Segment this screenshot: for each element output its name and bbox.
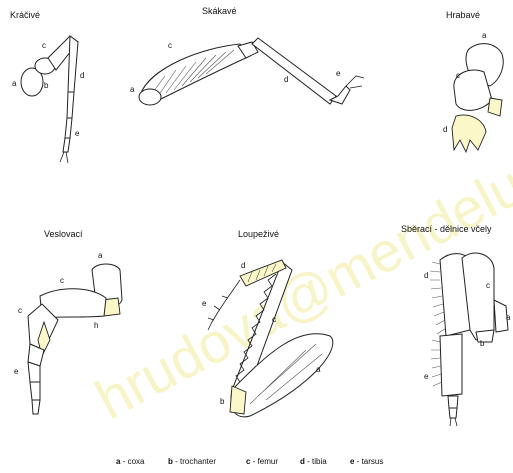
walking-tarsus-3 [63, 138, 70, 152]
swimming-label-e: e [14, 367, 19, 376]
swimming-tarsus-4 [32, 400, 40, 414]
collecting-tarsus-3 [449, 408, 457, 418]
walking-tarsus-1 [67, 92, 74, 118]
jumping-label-a: a [130, 85, 135, 94]
jumping-label-c: c [168, 41, 172, 50]
raptorial-label-c: c [272, 315, 276, 324]
jumping-coxa [139, 89, 161, 105]
walking-leg-title: Kráčivé [10, 10, 40, 20]
swimming-tarsus-3 [30, 382, 40, 400]
collecting-claw [450, 418, 457, 426]
swimming-tarsus-2 [28, 362, 40, 382]
digging-trochanter [488, 98, 502, 116]
collecting-label-c: c [486, 281, 490, 290]
swimming-label-c: c [60, 276, 64, 285]
legend-text-tibia: - tibia [305, 457, 327, 466]
legend-text-coxa: - coxa [120, 457, 145, 466]
collecting-tarsus-basitarsus [440, 334, 462, 396]
jumping-claw [346, 76, 364, 88]
raptorial-label-e: e [202, 299, 207, 308]
jumping-tibia [252, 38, 336, 104]
walking-label-e: e [75, 129, 80, 138]
walking-label-d: d [80, 71, 84, 80]
walking-label-a: a [12, 79, 17, 88]
walking-tarsus-2 [65, 118, 72, 138]
jumping-label-e: e [336, 69, 341, 78]
swimming-label-a: a [98, 251, 103, 260]
walking-label-b: b [44, 81, 49, 90]
legend-item-tibia: d - tibia [300, 457, 327, 466]
collecting-label-e: e [424, 372, 429, 381]
digging-label-c: c [456, 71, 460, 80]
legend: a - coxa b - trochanter c - femur d - ti… [116, 457, 383, 466]
collecting-leg-title: Sběrací - dělnice včely [401, 224, 492, 234]
legend-text-femur: - femur [250, 457, 278, 466]
legend-item-tarsus: e - tarsus [350, 457, 383, 466]
collecting-label-d: d [424, 271, 428, 280]
digging-leg-title: Hrabavé [446, 10, 480, 20]
raptorial-label-b: b [220, 397, 225, 406]
collecting-label-a: a [506, 313, 511, 322]
legend-text-tarsus: - tarsus [354, 457, 383, 466]
walking-leg: Kráčivé a b c d e [10, 10, 84, 163]
jumping-label-d: d [284, 75, 288, 84]
legend-item-trochanter: b - trochanter [168, 457, 216, 466]
digging-label-a: a [482, 31, 487, 40]
swimming-leg-title: Veslovací [44, 229, 83, 239]
walking-label-c: c [42, 41, 46, 50]
digging-label-d: d [443, 125, 447, 134]
collecting-tarsus-2 [448, 396, 458, 408]
swimming-label-h: h [94, 321, 98, 330]
jumping-leg: Skákavé a c d e [130, 6, 364, 105]
digging-leg: Hrabavé a c d [443, 10, 503, 152]
walking-claw [60, 152, 68, 163]
collecting-trochanter [476, 330, 494, 342]
legend-item-femur: c - femur [246, 457, 278, 466]
raptorial-label-d: d [241, 261, 245, 270]
legend-item-coxa: a - coxa [116, 457, 145, 466]
walking-tibia [68, 36, 78, 92]
raptorial-leg-title: Loupeživé [238, 229, 279, 239]
legend-text-trochanter: - trochanter [173, 457, 216, 466]
digging-tibia [452, 115, 486, 152]
collecting-label-b: b [480, 339, 485, 348]
swimming-label-c2: c [18, 306, 22, 315]
jumping-leg-title: Skákavé [202, 6, 237, 16]
raptorial-label-a: a [316, 365, 321, 374]
